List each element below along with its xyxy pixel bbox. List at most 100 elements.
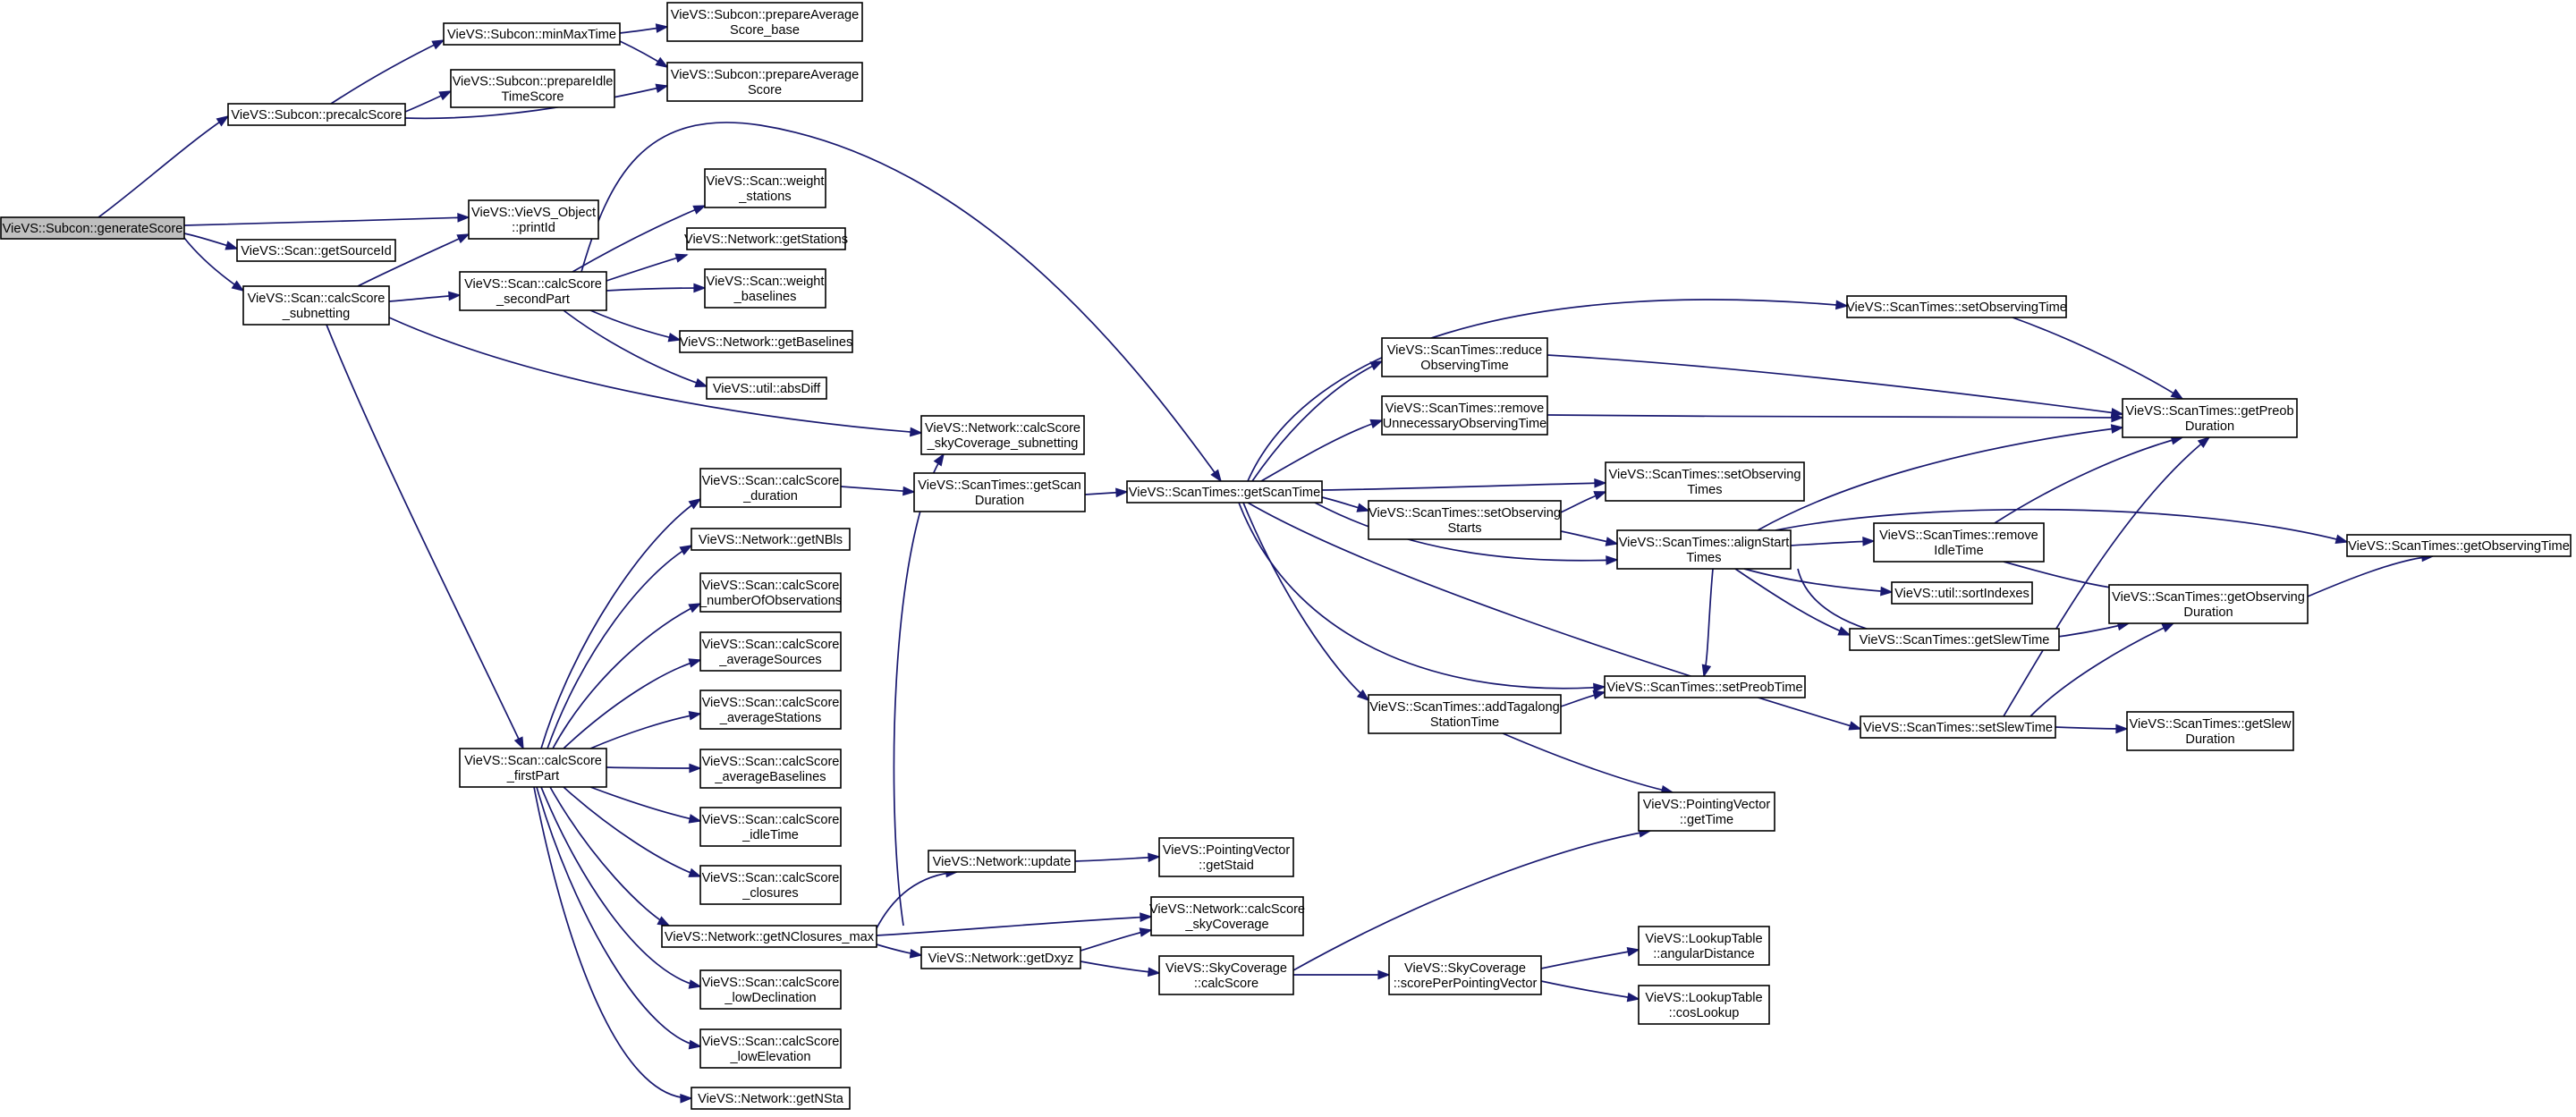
node-label: VieVS::Subcon::prepareAverage: [671, 68, 859, 82]
node-box: [920, 415, 1085, 455]
node-label: VieVS::Network::getDxyz: [928, 952, 1074, 966]
node-cfp[interactable]: VieVS::Scan::calcScore_firstPart: [459, 748, 607, 788]
node-nbls[interactable]: VieVS::Network::getNBls: [691, 528, 851, 551]
node-gdx[interactable]: VieVS::Network::getDxyz: [920, 946, 1081, 969]
node-box: [1638, 926, 1770, 966]
node-label: VieVS::Scan::calcScore: [702, 813, 840, 827]
node-prt[interactable]: VieVS::VieVS_Object::printId: [468, 199, 599, 240]
node-nsta[interactable]: VieVS::Network::getNSta: [691, 1087, 851, 1110]
node-box: [699, 1028, 842, 1069]
node-sppv[interactable]: VieVS::SkyCoverage::scorePerPointingVect…: [1388, 955, 1542, 995]
arrowhead: [688, 658, 702, 668]
edge-cfp-to-cavb: [606, 763, 702, 774]
edge-line: [1790, 540, 1875, 546]
node-box: [699, 631, 842, 672]
node-csrc[interactable]: VieVS::Scan::calcScore_averageSources: [699, 631, 842, 672]
node-ncl[interactable]: VieVS::Network::getNClosures_max: [661, 925, 877, 948]
edge-gen-to-csub: [183, 237, 245, 292]
node-wst[interactable]: VieVS::Scan::weight_stations: [704, 168, 826, 208]
arrowhead: [694, 377, 708, 388]
node-pvt[interactable]: VieVS::PointingVector::getTime: [1638, 791, 1775, 832]
node-gsta[interactable]: VieVS::PointingVector::getStaid: [1158, 837, 1294, 877]
edge-cfp-to-ccl: [563, 786, 702, 877]
node-label: VieVS::Scan::getSourceId: [241, 244, 391, 258]
node-label: Starts: [1447, 521, 1481, 536]
edge-cfp-to-cavs: [589, 711, 702, 749]
node-ang[interactable]: VieVS::LookupTable::angularDistance: [1638, 926, 1770, 966]
edge-tag-to-spt: [1560, 690, 1606, 707]
node-nskc[interactable]: VieVS::Network::calcScore_skyCoverage: [1149, 896, 1305, 936]
arrowhead: [688, 498, 702, 510]
edge-line: [2012, 317, 2183, 400]
arrowhead: [2115, 724, 2129, 734]
node-gst[interactable]: VieVS::Network::getStations: [684, 227, 848, 250]
node-sort[interactable]: VieVS::util::sortIndexes: [1891, 581, 2033, 605]
node-abs[interactable]: VieVS::util::absDiff: [706, 377, 827, 400]
arrowhead: [1835, 300, 1849, 310]
node-cdur[interactable]: VieVS::Scan::calcScore_duration: [699, 468, 842, 508]
node-nsky[interactable]: VieVS::Network::calcScore_skyCoverage_su…: [920, 415, 1085, 455]
node-cos[interactable]: VieVS::LookupTable::cosLookup: [1638, 985, 1770, 1025]
node-rem[interactable]: VieVS::ScanTimes::removeUnnecessaryObser…: [1381, 395, 1548, 436]
node-upd[interactable]: VieVS::Network::update: [928, 850, 1076, 873]
node-label: Times: [1687, 483, 1722, 497]
node-cle[interactable]: VieVS::Scan::calcScore_lowElevation: [699, 1028, 842, 1069]
node-gotm[interactable]: VieVS::ScanTimes::getObservingTime: [2346, 534, 2572, 557]
edge-line: [1321, 482, 1606, 491]
node-cld[interactable]: VieVS::Scan::calcScore_lowDeclination: [699, 969, 842, 1010]
node-prec[interactable]: VieVS::Subcon::precalcScore: [227, 103, 406, 126]
edge-line: [1540, 949, 1640, 969]
node-cavs[interactable]: VieVS::Scan::calcScore_averageStations: [699, 690, 842, 730]
node-box: [1638, 985, 1770, 1025]
node-label: VieVS::util::sortIndexes: [1894, 587, 2029, 601]
node-label: VieVS::ScanTimes::setObserving: [1368, 506, 1561, 520]
arrowhead: [688, 814, 702, 824]
node-gslt[interactable]: VieVS::ScanTimes::getSlewTime: [1849, 628, 2060, 651]
node-gen[interactable]: VieVS::Subcon::generateScore: [0, 216, 185, 240]
node-csec[interactable]: VieVS::Scan::calcScore_secondPart: [459, 271, 607, 311]
node-wbl[interactable]: VieVS::Scan::weight_baselines: [704, 268, 826, 309]
node-min[interactable]: VieVS::Subcon::minMaxTime: [443, 22, 621, 46]
edge-csec-to-wst: [572, 205, 707, 273]
node-cid[interactable]: VieVS::Scan::calcScore_idleTime: [699, 807, 842, 847]
edge-line: [1743, 568, 1893, 593]
arrowhead: [457, 212, 470, 223]
node-box: [699, 807, 842, 847]
node-skc[interactable]: VieVS::SkyCoverage::calcScore: [1158, 955, 1294, 995]
edge-line: [1734, 568, 1851, 636]
node-gbl[interactable]: VieVS::Network::getBaselines: [679, 330, 853, 353]
arrowhead: [688, 603, 702, 614]
arrowhead: [2111, 412, 2124, 423]
edge-line: [357, 233, 470, 287]
node-ccl[interactable]: VieVS::Scan::calcScore_closures: [699, 865, 842, 905]
node-label: Score: [748, 83, 782, 97]
node-label: Duration: [975, 494, 1024, 508]
node-cavb[interactable]: VieVS::Scan::calcScore_averageBaselines: [699, 749, 842, 789]
edge-line: [2003, 436, 2210, 717]
node-gsid[interactable]: VieVS::Scan::getSourceId: [236, 239, 396, 262]
node-ssot[interactable]: VieVS::ScanTimes::setObservingTime: [1846, 295, 2067, 318]
edge-csec-to-gst: [606, 253, 689, 282]
edge-als-to-gslt: [1734, 568, 1852, 636]
node-spt[interactable]: VieVS::ScanTimes::setPreobTime: [1604, 675, 1806, 698]
node-gtm[interactable]: VieVS::ScanTimes::getScanTime: [1126, 480, 1323, 503]
node-box: [913, 472, 1086, 512]
node-csub[interactable]: VieVS::Scan::calcScore_subnetting: [242, 285, 390, 326]
node-sslt[interactable]: VieVS::ScanTimes::setSlewTime: [1860, 715, 2056, 739]
node-cobs[interactable]: VieVS::Scan::calcScore_numberOfObservati…: [699, 572, 842, 613]
edge-csub-to-cfp: [326, 324, 524, 750]
arrowhead: [456, 233, 470, 244]
